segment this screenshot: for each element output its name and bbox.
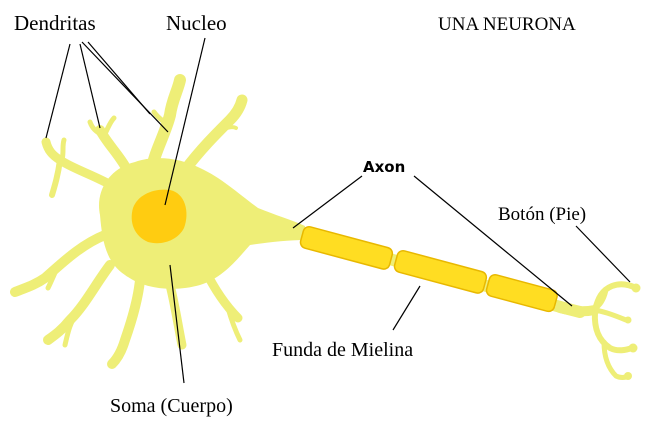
label-funda: Funda de Mielina: [272, 339, 413, 361]
label-axon: Axon: [363, 158, 405, 176]
terminal-stem: [555, 303, 600, 317]
terminal-branch-upper: [594, 290, 608, 310]
leader-nucleo: [164, 37, 206, 206]
leader-dendritas-1: [45, 43, 71, 139]
dendrite-lower-left: [43, 260, 115, 345]
nucleus: [131, 189, 187, 244]
label-boton: Botón (Pie): [498, 204, 586, 225]
dendrite-bottom-right-branch: [225, 305, 243, 343]
leader-axon: [292, 175, 363, 229]
leader-dendritas-4: [87, 41, 151, 115]
dendrite-top-branch: [151, 109, 171, 128]
dendrite-top: [144, 74, 186, 181]
label-dendritas: Dendritas: [14, 11, 96, 35]
label-nucleo: Nucleo: [166, 11, 227, 35]
dendrite-upper-left-tip: [59, 137, 67, 163]
dendrite-left-branch: [45, 259, 63, 291]
dendrite-top-right: [179, 94, 248, 176]
leader-axon-terminal: [413, 175, 573, 307]
dendrites: [10, 74, 248, 369]
leader-boton: [575, 225, 631, 283]
leader-soma: [169, 264, 185, 384]
axon-terminal: [555, 281, 639, 380]
leader-lines: [45, 37, 631, 384]
dendrite-upper-left-branch: [49, 157, 63, 198]
leader-dendritas-3: [81, 41, 169, 133]
label-soma: Soma (Cuerpo): [110, 395, 233, 417]
myelin-segment-1: [299, 225, 394, 270]
myelin-segment-2: [393, 249, 488, 294]
myelin-sheath: [299, 225, 558, 313]
terminal-branch-top: [592, 281, 639, 313]
diagram-title: UNA NEURONA: [438, 14, 576, 35]
terminal-knobs: [624, 283, 641, 380]
terminal-knob-1: [631, 283, 641, 293]
dendrite-lower: [107, 275, 145, 369]
terminal-branch-low: [591, 309, 635, 354]
dendrite-upper-branch-b: [101, 115, 117, 139]
soma-body: [99, 158, 305, 289]
myelin-segment-3: [485, 273, 558, 313]
leader-funda: [392, 285, 421, 331]
terminal-knob-4: [624, 372, 632, 380]
dendrite-lower-left-branch: [62, 309, 81, 348]
terminal-knob-3: [628, 343, 638, 353]
dendrite-top-right-branch: [218, 125, 238, 132]
dendrite-left: [10, 230, 110, 297]
terminal-branch-mid: [592, 307, 629, 323]
leader-dendritas-2: [79, 43, 101, 129]
terminal-knob-2: [624, 316, 632, 324]
neuron-cell: [10, 74, 641, 380]
